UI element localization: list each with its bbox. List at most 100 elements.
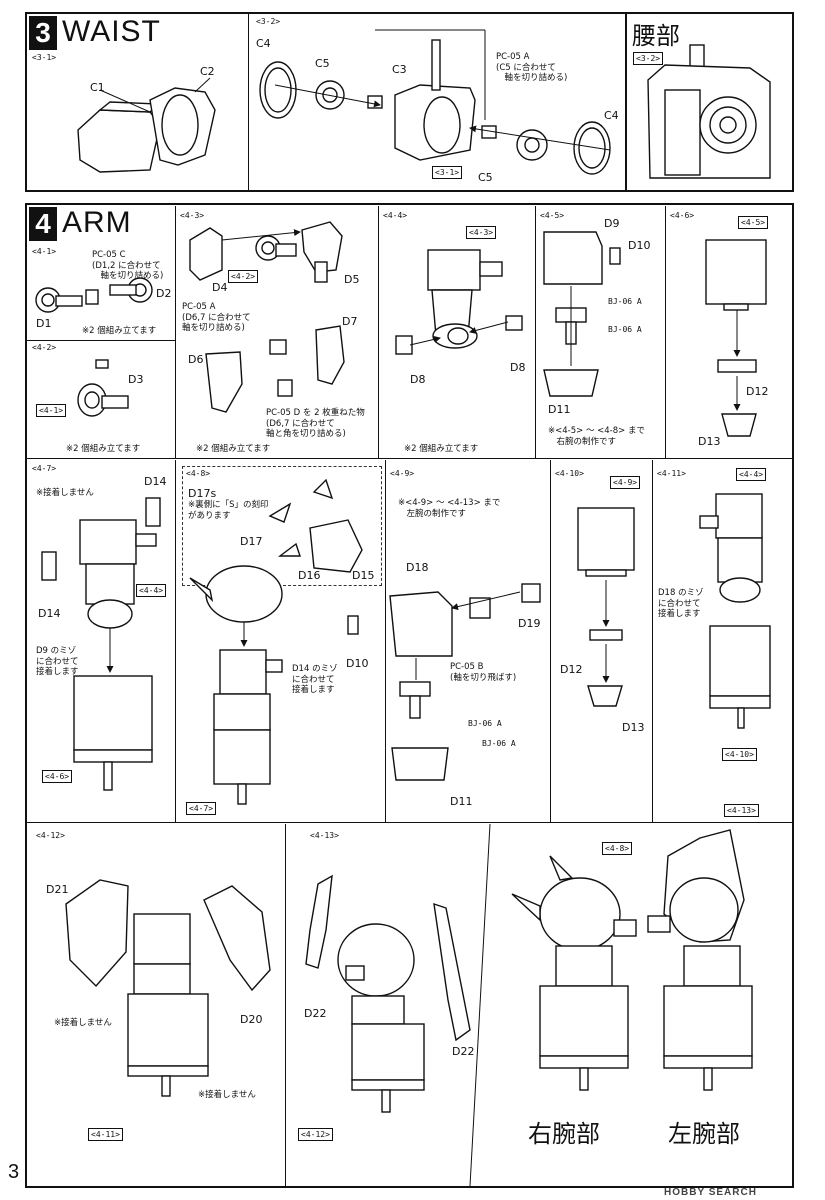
note-pc05a-arm: PC-05 A (D6,7 に合わせて 軸を切り詰める) [182, 302, 251, 334]
tag-4-1: <4-1> [36, 404, 67, 417]
drawing-4-12 [65, 879, 271, 1097]
tag-4-7: <4-7> [186, 802, 217, 815]
drawing-right-arm [511, 855, 637, 1091]
tag-4-5: <4-5> [738, 216, 769, 229]
arm-col-48-49 [385, 460, 386, 822]
step-label-3-1: <3-1> [32, 53, 57, 62]
part-label-c5-b: C5 [478, 171, 493, 184]
tag-4-2: <4-2> [228, 270, 259, 283]
tag-4-11: <4-11> [88, 1128, 123, 1141]
tag-4-13: <4-13> [724, 804, 759, 817]
step-label-4-5: <4-5> [540, 211, 565, 220]
drawing-4-1 [35, 277, 153, 313]
part-label-d16: D16 [298, 569, 321, 582]
step-label-4-4: <4-4> [383, 211, 408, 220]
part-label-d12-a: D12 [746, 385, 769, 398]
waist-section-number: 3 [29, 16, 57, 50]
part-label-d1: D1 [36, 317, 52, 330]
note-x2-42: ※2 個組み立てます [66, 444, 141, 454]
note-x2-43: ※2 個組み立てます [196, 444, 271, 454]
part-label-d20: D20 [240, 1013, 263, 1026]
part-label-c4-b: C4 [604, 109, 619, 122]
note-d18-groove: D18 のミゾ に合わせて 接着します [658, 588, 704, 620]
note-pc05b: PC-05 B (軸を切り飛ばす) [450, 662, 517, 683]
note-right-arm: ※<4-5> ～ <4-8> まで 右腕の制作です [548, 426, 645, 447]
waist-jp-title: 腰部 [632, 22, 680, 50]
part-label-d21: D21 [46, 883, 69, 896]
drawing-4-9 [347, 583, 541, 781]
watermark-logo: HOBBY SEARCH [664, 1187, 757, 1198]
part-label-d5: D5 [344, 273, 360, 286]
note-x2-44: ※2 個組み立てます [404, 444, 479, 454]
arm-row-sep-2 [27, 822, 792, 823]
step-label-4-2: <4-2> [32, 343, 57, 352]
step-label-4-11: <4-11> [657, 469, 686, 478]
tag-4-12: <4-12> [298, 1128, 333, 1141]
step-label-4-10: <4-10> [555, 469, 584, 478]
arm-41-42-sep [27, 340, 175, 341]
part-label-d10-b: D10 [346, 657, 369, 670]
page-number: 3 [8, 1161, 20, 1183]
drawing-4-11 [699, 493, 771, 729]
tag-4-4-b: <4-4> [736, 468, 767, 481]
part-label-d7: D7 [342, 315, 358, 328]
arm-col-44-45 [535, 206, 536, 458]
tag-4-10: <4-10> [722, 748, 757, 761]
part-label-d8-b: D8 [510, 361, 526, 374]
drawing-4-3 [189, 221, 345, 413]
part-label-c4-a: C4 [256, 37, 271, 50]
tag-4-8: <4-8> [602, 842, 633, 855]
tag-4-6: <4-6> [42, 770, 73, 783]
note-s-stamp: ※裏側に「S」の刻印 があります [188, 500, 269, 521]
note-pc05d: PC-05 D を 2 枚重ねた物 (D6,7 に合わせて 軸と角を切り詰める) [266, 408, 365, 440]
part-label-c1: C1 [90, 81, 105, 94]
part-label-d13-b: D13 [622, 721, 645, 734]
step-label-4-3: <4-3> [180, 211, 205, 220]
note-d14-groove: D14 のミゾ に合わせて 接着します [292, 664, 338, 696]
arm-col-410-411 [652, 460, 653, 822]
arm-col-45-46 [665, 206, 666, 458]
tag-4-3: <4-3> [466, 226, 497, 239]
part-label-d9: D9 [604, 217, 620, 230]
part-label-d2: D2 [156, 287, 172, 300]
note-pc05c: PC-05 C (D1,2 に合わせて 軸を切り詰める) [92, 250, 164, 282]
right-arm-label: 右腕部 [528, 1120, 600, 1148]
part-label-d10-a: D10 [628, 239, 651, 252]
note-no-glue-412a: ※接着しません [54, 1018, 112, 1028]
part-label-d14-a: D14 [144, 475, 167, 488]
drawing-4-5 [543, 231, 621, 397]
part-label-d18: D18 [406, 561, 429, 574]
part-label-c3: C3 [392, 63, 407, 76]
note-d17s: D17s [188, 487, 217, 500]
part-label-d4: D4 [212, 281, 228, 294]
arm-col-43-44 [378, 206, 379, 458]
arm-col-47-48 [175, 460, 176, 822]
part-label-d13-a: D13 [698, 435, 721, 448]
waist-tag-3-2: <3-2> [633, 52, 664, 65]
step-label-3-2: <3-2> [256, 17, 281, 26]
arm-row-sep-1 [27, 458, 792, 459]
part-label-d22-b: D22 [452, 1045, 475, 1058]
arm-col-412-413 [285, 824, 286, 1186]
arm-section-number: 4 [29, 207, 57, 241]
part-label-d22-a: D22 [304, 1007, 327, 1020]
waist-tag-3-1: <3-1> [432, 166, 463, 179]
part-label-c2: C2 [200, 65, 215, 78]
drawing-4-8 [189, 478, 363, 805]
waist-section-title: WAIST [62, 15, 161, 48]
drawing-4-6 [705, 239, 767, 437]
arm-section-title: ARM [62, 206, 132, 239]
step-label-4-1: <4-1> [32, 247, 57, 256]
step-label-4-13: <4-13> [310, 831, 339, 840]
note-bj06a-2: BJ-06 A [608, 325, 642, 334]
part-label-d3: D3 [128, 373, 144, 386]
tag-4-4-a: <4-4> [136, 584, 167, 597]
part-label-d6: D6 [188, 353, 204, 366]
part-label-d17: D17 [240, 535, 263, 548]
part-label-d11-b: D11 [450, 795, 473, 808]
arm-col-49-410 [550, 460, 551, 822]
part-label-d19: D19 [518, 617, 541, 630]
note-left-arm: ※<4-9> ～ <4-13> まで 左腕の制作です [398, 498, 501, 519]
